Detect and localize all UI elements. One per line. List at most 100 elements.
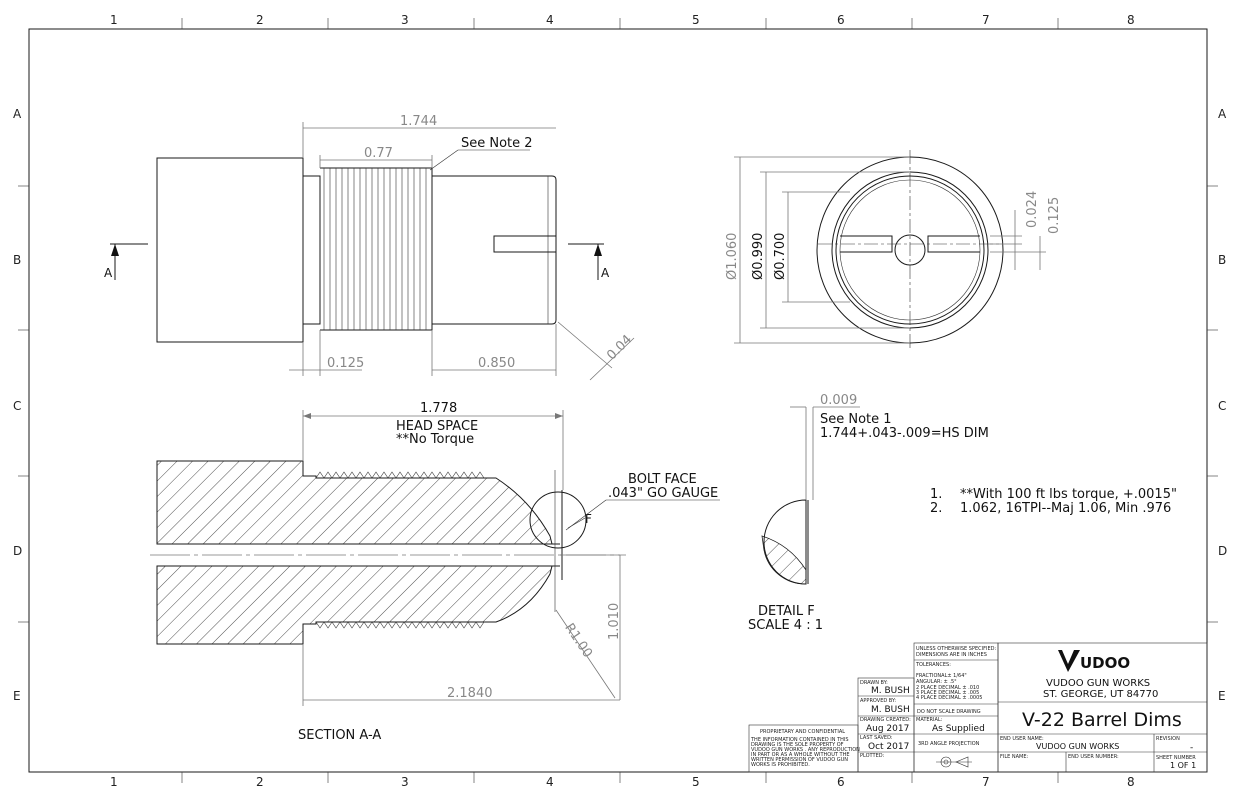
projection-label: 3RD ANGLE PROJECTION <box>918 741 980 747</box>
dim-detail: 0.009 <box>820 393 857 408</box>
dim-headspace: 1.778 <box>420 401 457 416</box>
sheet-border <box>18 18 1218 783</box>
extractor-slot <box>493 235 556 253</box>
drawing-created: Aug 2017 <box>866 724 909 734</box>
grid-row-label: A <box>1218 107 1227 121</box>
grid-column-label: 3 <box>401 775 409 789</box>
section-view: F 1.778 HEAD SPACE **No Torque BOLT FACE… <box>150 401 720 743</box>
dim-slot-offset: 0.024 <box>1025 191 1040 228</box>
grid-column-label: 5 <box>692 13 700 27</box>
grid-row-label: B <box>1218 253 1226 267</box>
revision-value: - <box>1190 743 1193 753</box>
drawing-notes: 1. **With 100 ft lbs torque, +.0015" 2. … <box>930 487 1177 516</box>
end-user-number-label: END USER NUMBER: <box>1068 754 1119 760</box>
logo-text: UDOO <box>1080 654 1130 672</box>
go-gauge-label: .043" GO GAUGE <box>608 486 718 501</box>
sheet-number: 1 OF 1 <box>1170 761 1196 770</box>
proprietary-line: DRAWING IS THE SOLE PROPERTY OF <box>751 742 844 748</box>
grid-column-label: 1 <box>110 775 118 789</box>
dim-slot-width: 0.125 <box>1047 197 1062 234</box>
side-view: 1.744 0.77 See Note 2 0.125 0.850 0.04 A… <box>104 114 635 381</box>
dim-bottom: 2.1840 <box>447 686 493 701</box>
drawing-created-label: DRAWING CREATED: <box>860 717 911 723</box>
section-marker-left: A <box>104 266 113 280</box>
section-title: SECTION A-A <box>298 728 381 743</box>
note-text: **With 100 ft lbs torque, +.0015" <box>960 487 1177 502</box>
proprietary-title: PROPRIETARY AND CONFIDENTIAL <box>760 729 845 735</box>
dim-relief: 0.125 <box>327 356 364 371</box>
proprietary-line: VUDOO GUN WORKS . ANY REPRODUCTION <box>751 747 860 753</box>
note-number: 2. <box>930 501 942 516</box>
grid-row-label: E <box>13 689 21 703</box>
grid-row-label: C <box>1218 399 1226 413</box>
grid-column-label: 8 <box>1127 13 1135 27</box>
grid-column-label: 6 <box>837 775 845 789</box>
tolerance-line: ANGULAR: ± .5° <box>916 679 957 685</box>
detail-f-view: 0.009 See Note 1 1.744+.043-.009=HS DIM … <box>748 393 989 633</box>
end-user-label: END USER NAME: <box>1000 736 1044 742</box>
dim-thread-length: 0.77 <box>364 146 393 161</box>
grid-row-label: E <box>1218 689 1226 703</box>
drawing-title: V-22 Barrel Dims <box>1022 709 1182 731</box>
revision-label: REVISION <box>1156 736 1180 742</box>
file-name-label: FILE NAME: <box>1000 754 1029 760</box>
grid-row-label: B <box>13 253 21 267</box>
thread-lines <box>323 168 427 330</box>
proprietary-line: THE INFORMATION CONTAINED IN THIS <box>750 737 849 743</box>
projection-symbol-icon <box>936 756 972 768</box>
tolerances-label: TOLERANCES: <box>915 662 951 668</box>
grid-column-label: 5 <box>692 775 700 789</box>
dim-overall: 1.744 <box>400 114 437 129</box>
grid-row-label: D <box>13 544 22 558</box>
grid-column-label: 2 <box>256 775 264 789</box>
tolerance-line: 2 PLACE DECIMAL ± .010 <box>916 685 979 691</box>
plotted-label: PLOTTED: <box>860 753 885 759</box>
detail-formula: 1.744+.043-.009=HS DIM <box>820 426 989 441</box>
company-address: ST. GEORGE, UT 84770 <box>1043 689 1158 700</box>
grid-column-label: 3 <box>401 13 409 27</box>
barrel-tenon-shoulder <box>156 157 304 343</box>
dim-radius: R1.00 <box>561 621 595 661</box>
note-reference: See Note 2 <box>461 136 533 151</box>
proprietary-line: WRITTEN PERMISSION OF VUDOO GUN <box>751 757 848 763</box>
proprietary-line: IN PART OR AS A WHOLE WITHOUT THE <box>751 752 849 758</box>
grid-column-label: 2 <box>256 13 264 27</box>
headspace-label: HEAD SPACE <box>396 419 478 434</box>
tolerance-line: 4 PLACE DECIMAL ± .0005 <box>916 695 982 701</box>
end-view: Ø1.060 Ø0.990 Ø0.700 0.024 0.125 <box>725 150 1062 350</box>
detail-scale: SCALE 4 : 1 <box>748 618 823 633</box>
last-saved: Oct 2017 <box>868 742 909 752</box>
grid-column-label: 4 <box>546 775 554 789</box>
vudoo-logo: UDOO <box>1058 650 1130 672</box>
grid-column-label: 8 <box>1127 775 1135 789</box>
dim-diameter-mid: Ø0.990 <box>751 233 766 280</box>
end-user-name: VUDOO GUN WORKS <box>1036 742 1119 751</box>
grid-row-label: D <box>1218 544 1227 558</box>
approved-by: M. BUSH <box>871 705 910 715</box>
grid-row-label: A <box>13 107 22 121</box>
dim-diameter-outer: Ø1.060 <box>725 233 740 280</box>
tolerance-line: 3 PLACE DECIMAL ± .005 <box>916 690 979 696</box>
dim-chamfer: 0.04 <box>604 332 635 363</box>
detail-title: DETAIL F <box>758 604 815 619</box>
dim-shank: 0.850 <box>478 356 515 371</box>
note-number: 1. <box>930 487 942 502</box>
do-not-scale: DO NOT SCALE DRAWING <box>917 709 981 715</box>
sheet-number-label: SHEET NUMBER <box>1156 755 1196 761</box>
approved-by-label: APPROVED BY: <box>860 698 896 704</box>
grid-column-label: 7 <box>982 13 990 27</box>
material: As Supplied <box>932 724 985 734</box>
company-name: VUDOO GUN WORKS <box>1046 678 1150 689</box>
section-marker-right: A <box>601 266 610 280</box>
tolerance-line: FRACTIONAL± 1/64" <box>916 673 967 679</box>
material-label: MATERIAL: <box>916 717 943 723</box>
tolerance-header: UNLESS OTHERWISE SPECIFIED: <box>916 646 996 652</box>
detail-note-reference: See Note 1 <box>820 412 892 427</box>
bolt-face-label: BOLT FACE <box>628 472 697 487</box>
grid-column-label: 1 <box>110 13 118 27</box>
grid-labels: 1 2 3 4 5 6 7 8 1 2 3 4 5 6 7 8 A B C D … <box>13 13 1227 789</box>
grid-column-label: 7 <box>982 775 990 789</box>
tolerance-header: DIMENSIONS ARE IN INCHES <box>916 652 987 658</box>
dim-diameter-inner: Ø0.700 <box>773 233 788 280</box>
